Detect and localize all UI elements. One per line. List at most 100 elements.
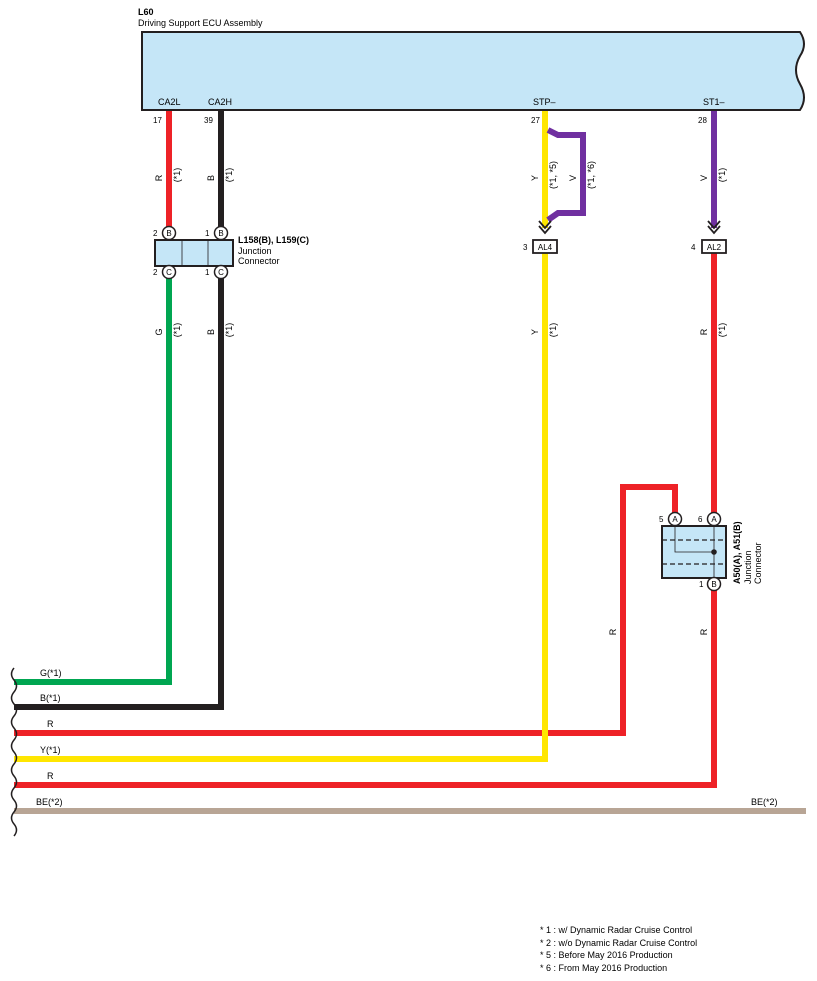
junction-connector-l158: B B C C 2 1 2 1 L158(B), L159(C) Junctio… xyxy=(153,225,309,280)
pin-circle xyxy=(667,511,683,527)
footnote: * 5 : Before May 2016 Production xyxy=(540,949,697,962)
pin-circle xyxy=(213,225,229,241)
pin-circle xyxy=(706,511,722,527)
footnote: * 1 : w/ Dynamic Radar Cruise Control xyxy=(540,924,697,937)
junction-a50-title: A50(A), A51(B) xyxy=(732,521,742,584)
bus-label-r: R xyxy=(47,771,54,781)
footnote-mark: * xyxy=(540,925,544,935)
pin-28: 28 xyxy=(698,116,707,125)
terminal-ca2h: CA2H xyxy=(208,97,232,107)
left-break-mark xyxy=(10,667,18,837)
wire-note: (*1) xyxy=(717,323,727,338)
wire-label-b: B xyxy=(206,329,216,335)
wire-label-y: Y xyxy=(530,329,540,335)
junction-a50-internal xyxy=(674,526,714,553)
wire-black-ca2h-lower xyxy=(14,276,224,710)
terminal-stp: STP– xyxy=(533,97,556,107)
wire-violet-stp-alt xyxy=(546,127,586,223)
connector-al2-code: AL2 xyxy=(707,243,722,252)
wire-note: (*1, *5) xyxy=(548,161,558,189)
pin-number: 5 xyxy=(659,515,664,524)
pin-letter: B xyxy=(711,580,716,589)
connector-chevron-icon xyxy=(538,225,552,235)
connector-al4-pin: 3 xyxy=(523,243,528,252)
pin-letter: B xyxy=(166,229,171,238)
connector-al2: AL2 4 xyxy=(691,220,727,254)
pin-17: 17 xyxy=(153,116,162,125)
bus-label-g: G(*1) xyxy=(40,668,62,678)
pin-circle xyxy=(706,576,722,592)
wire-label-v: V xyxy=(568,175,578,181)
terminal-st1: ST1– xyxy=(703,97,725,107)
bus-label-y: Y(*1) xyxy=(40,745,61,755)
wire-label-y: Y xyxy=(530,175,540,181)
ecu-box xyxy=(141,31,805,111)
footnote-mark: * xyxy=(540,962,544,973)
wire-note: (*1, *6) xyxy=(586,161,596,189)
ecu-name: Driving Support ECU Assembly xyxy=(138,18,263,28)
connector-al4-box xyxy=(532,239,558,254)
junction-a50-label: Junction xyxy=(743,550,753,584)
bus-label-be-right: BE(*2) xyxy=(751,797,778,807)
splice-dot xyxy=(711,549,717,555)
pin-letter: C xyxy=(166,268,172,277)
connector-chevron-icon xyxy=(707,225,721,235)
wire-red-junction-5a xyxy=(14,484,678,736)
wire-note: (*1) xyxy=(717,168,727,183)
wire-label-v: V xyxy=(699,175,709,181)
wire-yellow-stp-lower xyxy=(14,253,548,762)
wire-label-r: R xyxy=(699,328,709,335)
footnote-text: 2 : w/o Dynamic Radar Cruise Control xyxy=(546,937,698,948)
pin-number: 2 xyxy=(153,229,158,238)
wire-label-r: R xyxy=(608,628,618,635)
connector-chevron-icon xyxy=(707,220,721,230)
wire-note: (*1) xyxy=(224,168,234,183)
wire-green-ca2l xyxy=(14,276,172,685)
wire-note: (*1) xyxy=(172,323,182,338)
footnote-text: 5 : Before May 2016 Production xyxy=(546,950,673,960)
connector-chevron-icon xyxy=(538,220,552,230)
bus-label-be-left: BE(*2) xyxy=(36,797,63,807)
connector-al2-pin: 4 xyxy=(691,243,696,252)
wire-note: (*1) xyxy=(548,323,558,338)
bus-label-b: B(*1) xyxy=(40,693,61,703)
pin-circle xyxy=(213,264,229,280)
footnote-text: 6 : From May 2016 Production xyxy=(546,962,668,973)
bus-label-r: R xyxy=(47,719,54,729)
footnote: * 2 : w/o Dynamic Radar Cruise Control xyxy=(540,937,697,950)
junction-l158-label: Junction xyxy=(238,246,272,256)
footnote: * 6 : From May 2016 Production xyxy=(540,962,697,975)
terminal-ca2l: CA2L xyxy=(158,97,181,107)
connector-al2-box xyxy=(701,239,727,254)
pin-number: 1 xyxy=(699,580,704,589)
ecu-code: L60 xyxy=(138,7,154,17)
wire-label-r: R xyxy=(699,628,709,635)
pin-letter: A xyxy=(672,515,678,524)
footnote-mark: * xyxy=(540,950,544,960)
pin-letter: C xyxy=(218,268,224,277)
wire-label-r: R xyxy=(154,174,164,181)
footnotes: * 1 : w/ Dynamic Radar Cruise Control * … xyxy=(540,924,697,974)
pin-number: 1 xyxy=(205,268,210,277)
pin-27: 27 xyxy=(531,116,540,125)
connector-al4: AL4 3 xyxy=(523,220,558,254)
junction-a50-label: Connector xyxy=(753,542,763,584)
junction-l158-title: L158(B), L159(C) xyxy=(238,235,309,245)
junction-l158-box xyxy=(154,239,234,267)
wire-label-b: B xyxy=(206,175,216,181)
wire-note: (*1) xyxy=(224,323,234,338)
footnote-text: 1 : w/ Dynamic Radar Cruise Control xyxy=(546,925,693,935)
pin-39: 39 xyxy=(204,116,213,125)
junction-connector-a50: A A B 5 6 1 A50(A), A51(B) Junction Conn… xyxy=(659,511,763,592)
pin-circle xyxy=(161,225,177,241)
pin-letter: B xyxy=(218,229,223,238)
pin-letter: A xyxy=(711,515,717,524)
wire-note: (*1) xyxy=(172,168,182,183)
footnote-mark: * xyxy=(540,937,544,948)
pin-number: 6 xyxy=(698,515,703,524)
wire-label-g: G xyxy=(154,328,164,335)
connector-al4-code: AL4 xyxy=(538,243,553,252)
pin-number: 1 xyxy=(205,229,210,238)
junction-l158-label: Connector xyxy=(238,256,280,266)
